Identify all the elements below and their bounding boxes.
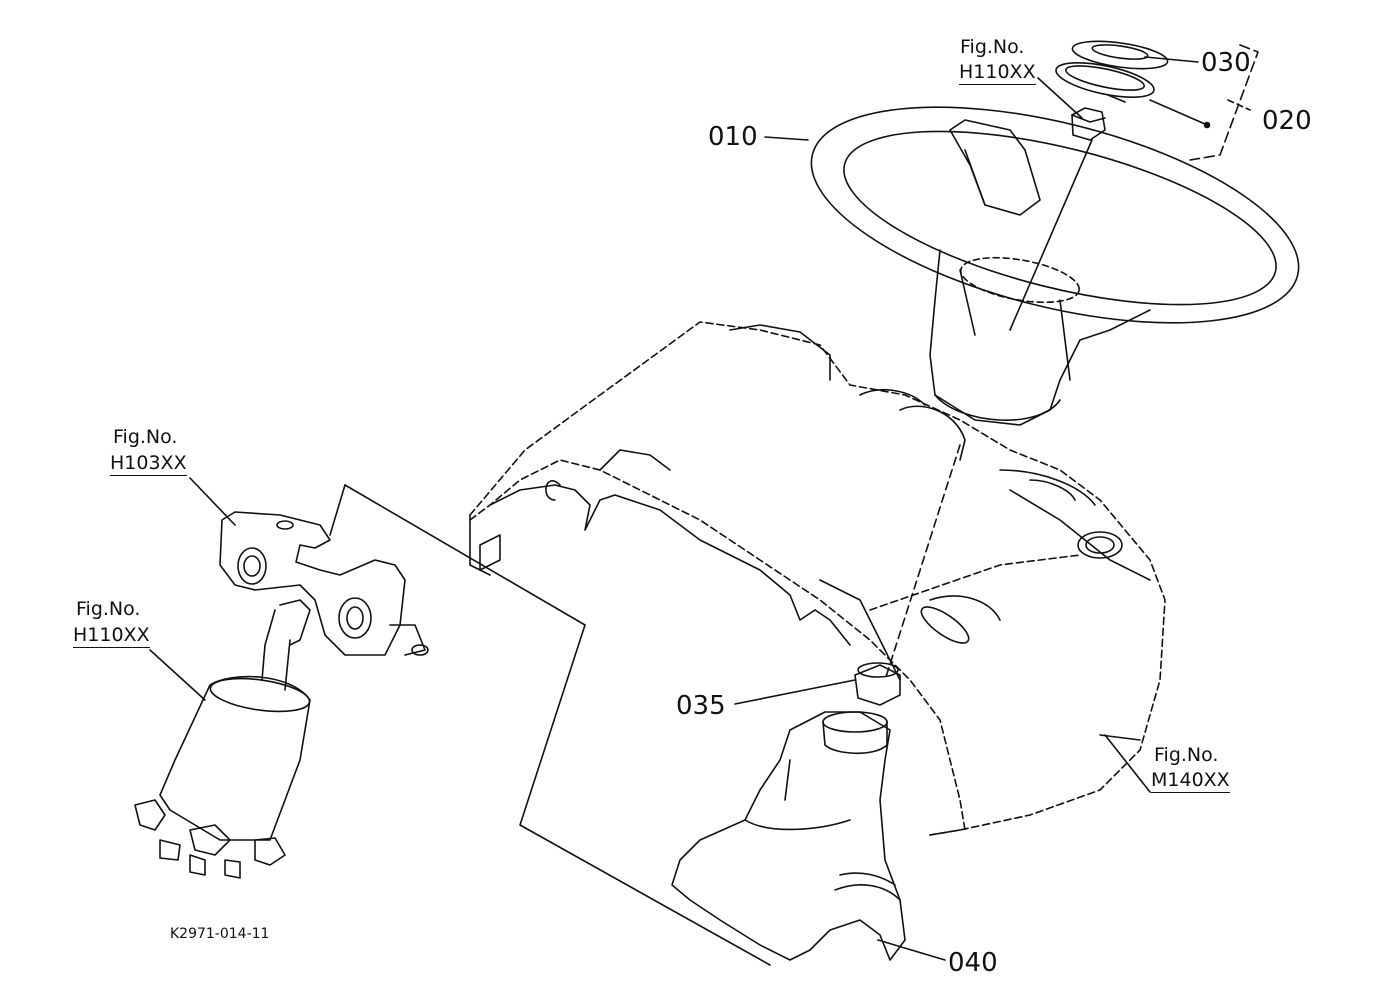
steering-wheel-drawing	[810, 106, 1300, 426]
fig-ref-wheel-code: H110XX	[959, 61, 1036, 85]
fig-ref-bracket-code: H103XX	[110, 452, 187, 476]
fig-ref-pump-caption: Fig.No.	[76, 598, 141, 620]
drawing-number: K2971-014-11	[170, 926, 270, 942]
fig-ref-wheel-caption: Fig.No.	[960, 36, 1025, 58]
fig-ref-pump-code: H110XX	[73, 624, 150, 648]
part-number-030: 030	[1201, 48, 1251, 78]
cap-and-nut-drawing	[1055, 40, 1169, 141]
part-number-010: 010	[708, 122, 758, 152]
pump-drawing	[134, 599, 311, 879]
fig-ref-bracket-caption: Fig.No.	[113, 426, 178, 448]
part-number-040: 040	[948, 948, 998, 978]
bracket-drawing	[219, 511, 429, 656]
column-cover-drawing	[671, 662, 906, 961]
fig-ref-dash-caption: Fig.No.	[1154, 744, 1219, 766]
leader-lines	[149, 44, 1259, 966]
part-number-035: 035	[676, 691, 726, 721]
part-number-020: 020	[1262, 106, 1312, 136]
fig-ref-dash-code: M140XX	[1151, 769, 1230, 793]
dashboard-panel-drawing	[469, 321, 1166, 836]
